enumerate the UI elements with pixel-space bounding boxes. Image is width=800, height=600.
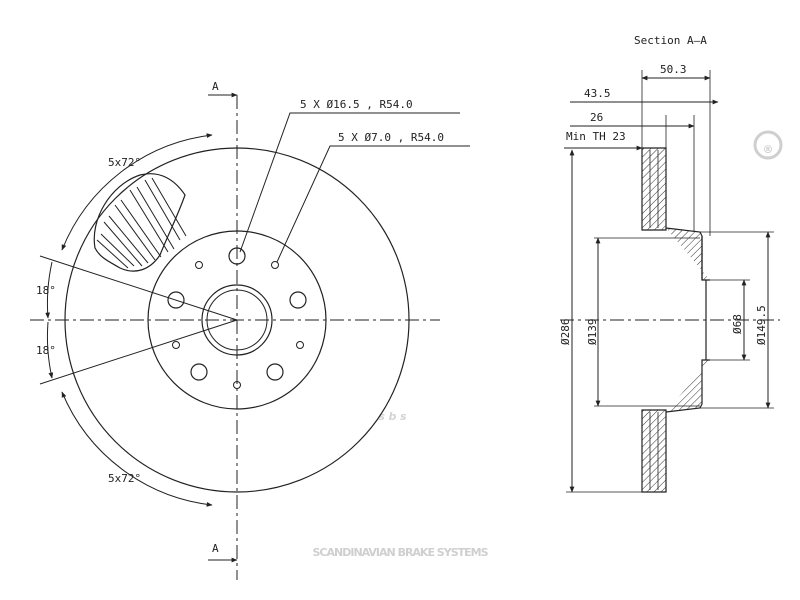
center-bore: [201, 284, 273, 356]
bolt-hole-large: [190, 363, 208, 381]
front-view: A A 5x72° 5x72°: [30, 80, 470, 580]
bolt-hole-small: [172, 341, 180, 349]
hole-callout-small: 5 X Ø7.0 , R54.0: [338, 131, 444, 144]
callout-leader-small: [276, 145, 470, 263]
bolt-hole-large: [167, 291, 185, 309]
dim-hat-depth: 43.5: [584, 87, 611, 100]
dim-outer-diameter: Ø286: [559, 319, 572, 346]
hub-inner: [206, 289, 268, 351]
pitch-arc-bottom: [61, 391, 213, 507]
section-marker-top: A: [212, 80, 219, 93]
dim-center-bore: Ø68: [731, 314, 744, 334]
dim-overall-width: 50.3: [660, 63, 687, 76]
friction-ring-bottom: [641, 409, 667, 493]
friction-ring-top: [641, 147, 667, 231]
bolt-hole-small: [271, 261, 279, 269]
section-view: Section A–A 50.3 43.5 26 Min TH 23: [559, 34, 780, 493]
disc-outer-edge: [64, 147, 410, 493]
bolt-hole-large: [289, 291, 307, 309]
angle-line-lower: [39, 319, 238, 385]
angle-line-upper: [39, 255, 238, 321]
brand-line: SCANDINAVIAN BRAKE SYSTEMS: [313, 546, 489, 559]
hole-callout-large: 5 X Ø16.5 , R54.0: [300, 98, 413, 111]
vane-cutaway: [93, 173, 186, 272]
hat-outline: [147, 230, 327, 410]
section-title: Section A–A: [634, 34, 707, 47]
vane-ribs: [96, 177, 187, 269]
dim-pcd-outer: Ø149.5: [755, 305, 768, 345]
callout-leader-large: [239, 112, 460, 253]
angle-label-lower: 18°: [36, 344, 56, 357]
registered-mark: ®: [763, 143, 774, 156]
section-marker-bottom: A: [212, 542, 219, 555]
angle-arc-lower: [46, 321, 54, 379]
angle-label-upper: 18°: [36, 284, 56, 297]
dim-thickness: 26: [590, 111, 603, 124]
bolt-hole-large: [266, 363, 284, 381]
hat-profile-top: [665, 227, 710, 281]
hat-profile-bottom: [665, 359, 710, 413]
bolt-hole-small: [233, 381, 241, 389]
watermark: sbs ® SCANDINAVIAN BRAKE SYSTEMS: [313, 130, 783, 559]
dim-hat-diameter: Ø139: [586, 319, 599, 346]
angle-arc-upper: [45, 261, 53, 319]
pitch-label-bottom: 5x72°: [108, 472, 141, 485]
dim-min-thickness: Min TH 23: [566, 130, 626, 143]
watermark-logo: sbs: [378, 412, 407, 420]
registered-mark-circle: [753, 130, 783, 160]
bolt-hole-large: [228, 247, 246, 265]
pitch-label-top: 5x72°: [108, 156, 141, 169]
pitch-arc-top: [61, 133, 213, 251]
bolt-hole-small: [296, 341, 304, 349]
bolt-hole-small: [195, 261, 203, 269]
